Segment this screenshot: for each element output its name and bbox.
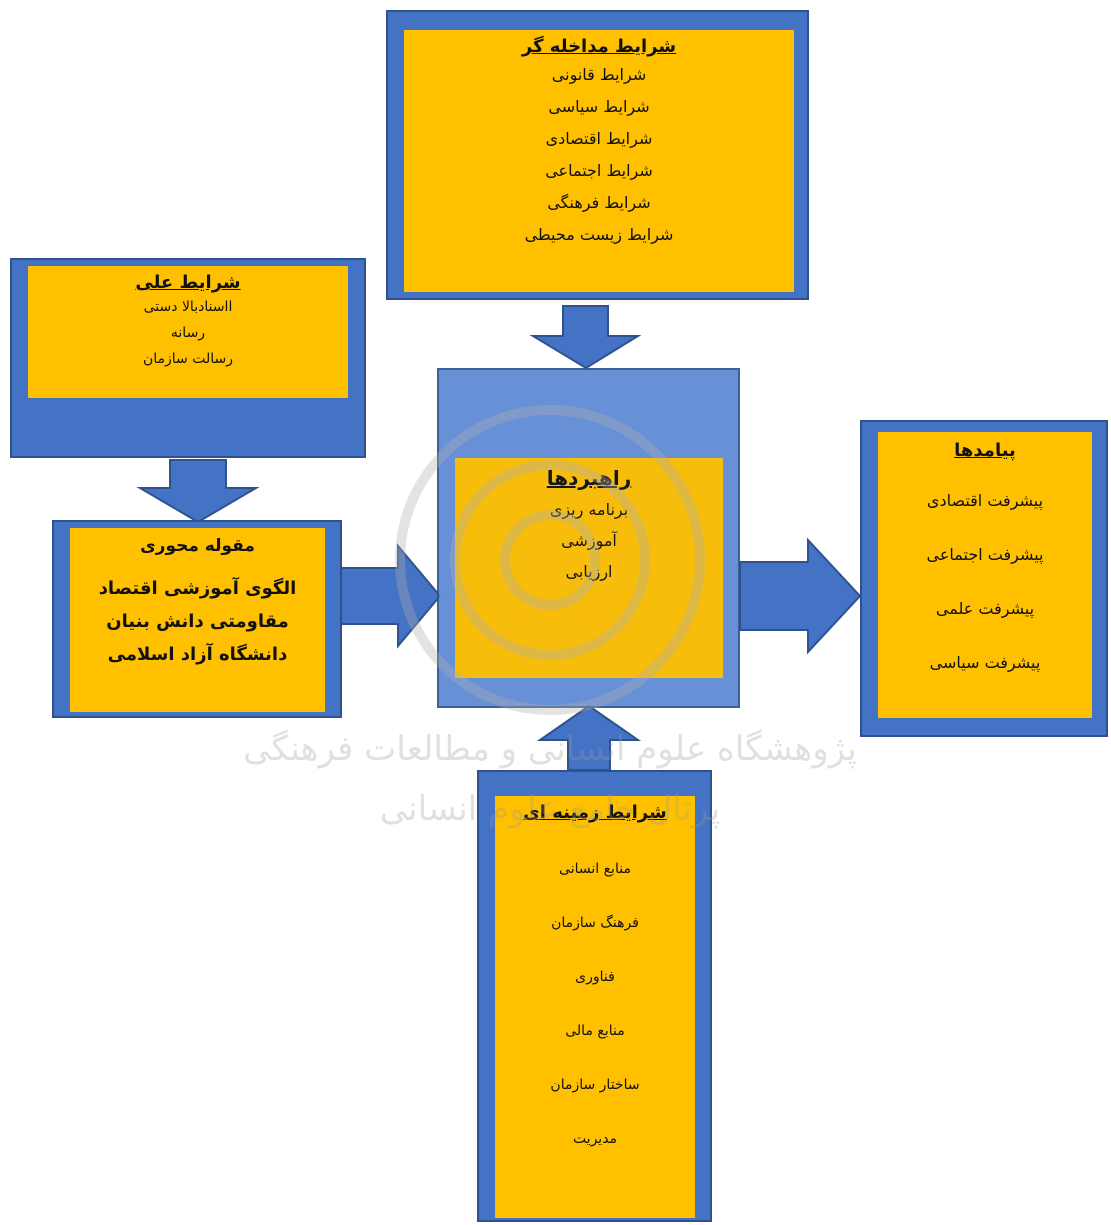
strategies-title: راهبردها [546,466,632,490]
strategies-box: راهبردها برنامه ریزی آموزشی ارزیابی [455,458,723,678]
intervening-item: شرایط فرهنگی [547,193,651,212]
causal-item: رسالت سازمان [142,351,234,367]
core-box: مقوله محوری الگوی آموزشی اقتصاد مقاومتی … [70,528,325,712]
outcomes-item: پیشرفت علمی [935,599,1035,618]
context-title: شرایط زمینه ای [523,802,667,823]
arrow-core-to-strategies [339,543,442,649]
outcomes-item: پیشرفت اقتصادی [926,491,1044,510]
strategies-item: برنامه ریزی [549,500,629,519]
outcomes-item: پیشرفت سیاسی [929,653,1041,672]
intervening-item: شرایط قانونی [551,65,647,84]
causal-box: شرایط علی ااسنادبالا دستی رسانه رسالت سا… [28,266,348,398]
causal-item: ااسنادبالا دستی [143,299,233,315]
intervening-box: شرایط مداخله گر شرایط قانونی شرایط سیاسی… [404,30,794,292]
intervening-item: شرایط اجتماعی [545,161,653,180]
arrow-intervening-to-strategies [529,305,642,370]
core-line: مقاومتی دانش بنیان [106,611,289,632]
arrow-strategies-to-outcomes [739,537,862,655]
intervening-title: شرایط مداخله گر [521,36,677,57]
outcomes-box: پیامدها پیشرفت اقتصادی پیشرفت اجتماعی پی… [878,432,1092,718]
intervening-item: شرایط زیست محیطی [524,225,674,244]
core-title: مقوله محوری [140,536,255,556]
intervening-item: شرایط سیاسی [548,97,650,116]
context-item: منابع انسانی [559,861,631,877]
context-item: فرهنگ سازمان [551,915,639,931]
context-item: مدیریت [572,1131,618,1147]
strategies-item: آموزشی [561,531,617,550]
context-box: شرایط زمینه ای منابع انسانی فرهنگ سازمان… [495,796,695,1218]
strategies-item: ارزیابی [565,562,613,581]
arrow-context-to-strategies [536,704,642,771]
core-line: دانشگاه آزاد اسلامی [107,644,288,665]
outcomes-item: پیشرفت اجتماعی [926,545,1044,564]
context-item: ساختار سازمان [550,1077,640,1093]
outcomes-title: پیامدها [954,440,1016,461]
causal-title: شرایط علی [135,272,241,293]
arrow-causal-to-core [136,459,260,524]
causal-item: رسانه [170,325,206,341]
context-item: منابع مالی [565,1023,625,1039]
intervening-item: شرایط اقتصادی [545,129,653,148]
context-item: فناوری [575,969,615,985]
core-line: الگوی آموزشی اقتصاد [98,578,297,599]
